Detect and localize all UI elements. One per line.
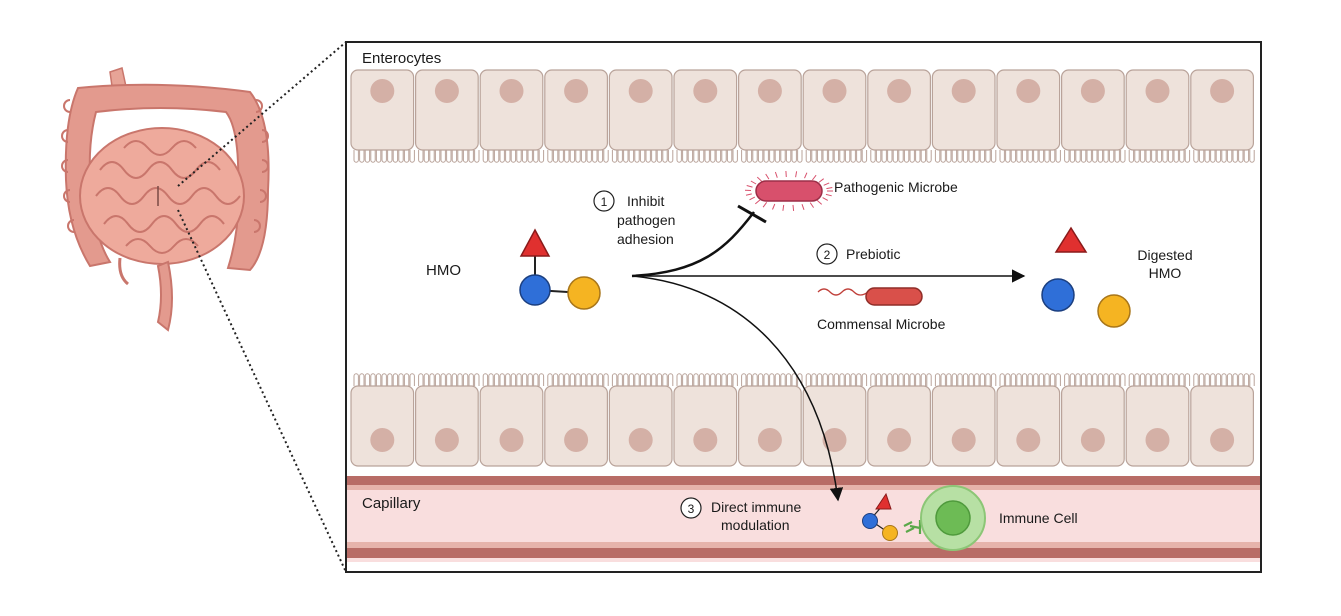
enterocytes-label: Enterocytes [362,50,441,67]
immune-cell-label: Immune Cell [999,510,1078,526]
enterocyte-cell [674,374,737,466]
enterocyte-cell [545,70,608,162]
enterocyte-cell [416,70,479,162]
step-2-number: 2 [824,248,831,262]
step-1-number: 1 [601,195,608,209]
pathogenic-microbe-label: Pathogenic Microbe [834,179,958,195]
enterocyte-cell [545,374,608,466]
enterocyte-cell [739,374,802,466]
step-2-line1: Prebiotic [846,246,900,262]
enterocyte-cell [351,70,414,162]
step-1-line3: adhesion [617,231,674,247]
step-1-line1: Inhibit [627,193,664,209]
enterocyte-cell [1126,374,1189,466]
enterocyte-cell [739,70,802,162]
step-1-line2: pathogen [617,212,675,228]
digested-hmo-line1: Digested [1137,247,1192,263]
enterocyte-cell [416,374,479,466]
enterocyte-cell [932,374,995,466]
capillary [346,476,1261,562]
step-2: 2 Prebiotic [817,244,900,264]
enterocyte-cell [868,374,931,466]
intestine-icon [62,68,269,330]
digested-hmo-line2: HMO [1149,265,1182,281]
hmo-label: HMO [426,262,461,279]
enterocyte-cell [997,374,1060,466]
enterocyte-cell [803,70,866,162]
enterocyte-cell [609,70,672,162]
enterocyte-cell [674,70,737,162]
zoom-line-bottom [178,210,346,572]
enterocyte-cell [1191,70,1254,162]
enterocyte-cell [351,374,414,466]
enterocyte-cell [1062,70,1125,162]
enterocyte-cell [609,374,672,466]
step-3-line2: modulation [721,517,790,533]
immune-cell-icon [921,486,985,550]
enterocyte-cell [997,70,1060,162]
enterocyte-cell [480,374,543,466]
enterocyte-cell [1126,70,1189,162]
enterocyte-cell [932,70,995,162]
enterocyte-cell [803,374,866,466]
step-3-number: 3 [688,502,695,516]
enterocyte-cell [480,70,543,162]
commensal-microbe-label: Commensal Microbe [817,316,946,332]
enterocyte-cell [868,70,931,162]
step-3-line1: Direct immune [711,499,801,515]
enterocyte-cell [1191,374,1254,466]
capillary-label: Capillary [362,495,421,512]
enterocyte-cell [1062,374,1125,466]
